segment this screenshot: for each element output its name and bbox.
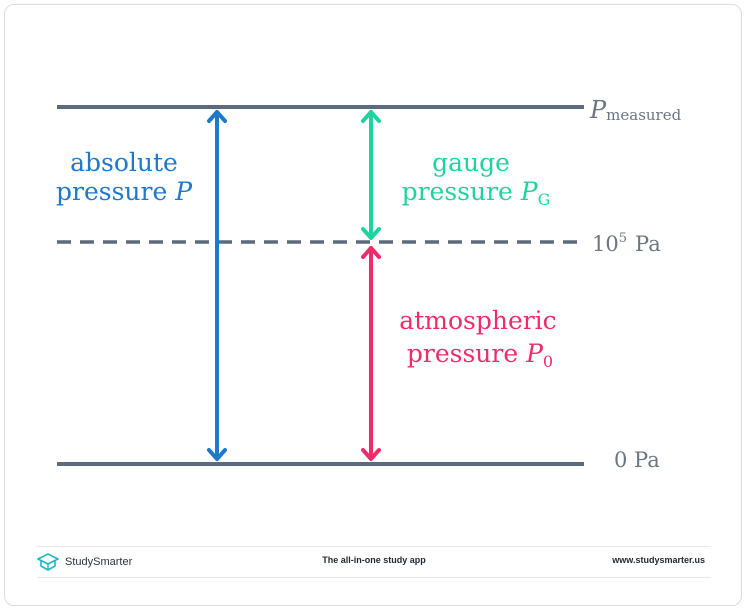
absolute-pressure-label-line1: absolute	[70, 148, 178, 177]
atmospheric-pressure-label-line1: atmospheric	[399, 306, 556, 335]
footer-url-link[interactable]: www.studysmarter.us	[612, 555, 705, 565]
measured-pressure-label: Pmeasured	[589, 96, 682, 124]
gauge-pressure-label-line1: gauge	[432, 148, 510, 177]
footer-bar: StudySmarter The all-in-one study app ww…	[37, 546, 711, 578]
studysmarter-logo-icon	[37, 553, 59, 571]
absolute-pressure-label-line2: pressure P	[56, 177, 193, 206]
gauge-pressure-label-line2: pressure PG	[402, 177, 551, 209]
atmospheric-pressure-arrow	[361, 246, 381, 461]
absolute-pressure-arrow	[207, 110, 227, 461]
footer-tagline: The all-in-one study app	[322, 555, 426, 565]
brand-name: StudySmarter	[65, 556, 133, 568]
atmospheric-pressure-label-line2: pressure P0	[407, 339, 553, 371]
gauge-pressure-arrow	[361, 110, 381, 240]
zero-pressure-label: 0 Pa	[614, 448, 660, 472]
brand[interactable]: StudySmarter	[37, 553, 132, 571]
